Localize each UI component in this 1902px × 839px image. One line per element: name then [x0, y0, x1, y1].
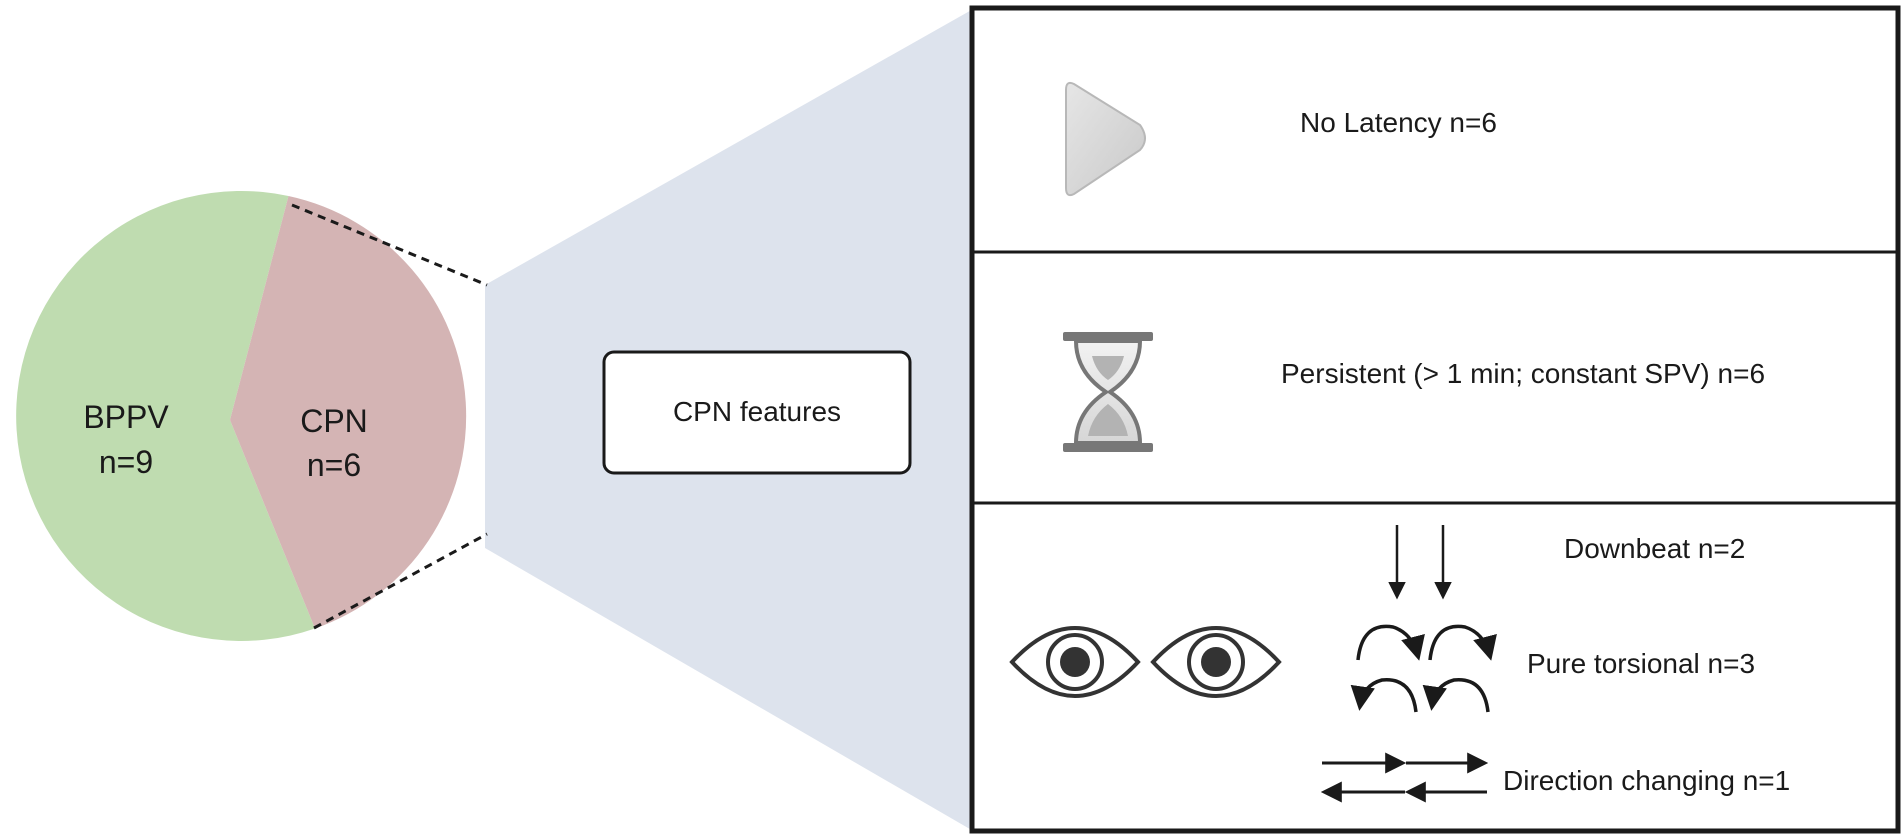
- curved-arrows-icon: [1350, 624, 1497, 713]
- feature-persistent: Persistent (> 1 min; constant SPV) n=6: [1281, 358, 1765, 389]
- pie-count-bppv: n=9: [99, 444, 153, 480]
- pie-label-bppv: BPPV: [83, 399, 169, 435]
- hourglass-icon: [1063, 332, 1153, 452]
- pie-label-cpn: CPN: [300, 403, 368, 439]
- pie-chart: BPPV n=9 CPN n=6: [16, 190, 467, 641]
- eyes-icon: [1009, 626, 1282, 698]
- pie-slice-cpn: [230, 196, 467, 629]
- type-pure-torsional: Pure torsional n=3: [1527, 648, 1755, 679]
- cpn-features-box: CPN features: [602, 350, 912, 475]
- play-triangle-icon: [1065, 81, 1146, 197]
- connector-bottom: [313, 532, 488, 630]
- connector-top: [291, 203, 488, 287]
- pie-slice-bppv: [16, 190, 315, 641]
- feature-no-latency: No Latency n=6: [1300, 107, 1497, 138]
- pie-count-cpn: n=6: [307, 447, 361, 483]
- type-direction-changing: Direction changing n=1: [1503, 765, 1790, 796]
- cpn-features-label: CPN features: [673, 396, 841, 427]
- down-arrows-icon: [1388, 525, 1452, 600]
- type-downbeat: Downbeat n=2: [1564, 533, 1745, 564]
- horizontal-arrows-icon: [1320, 752, 1489, 803]
